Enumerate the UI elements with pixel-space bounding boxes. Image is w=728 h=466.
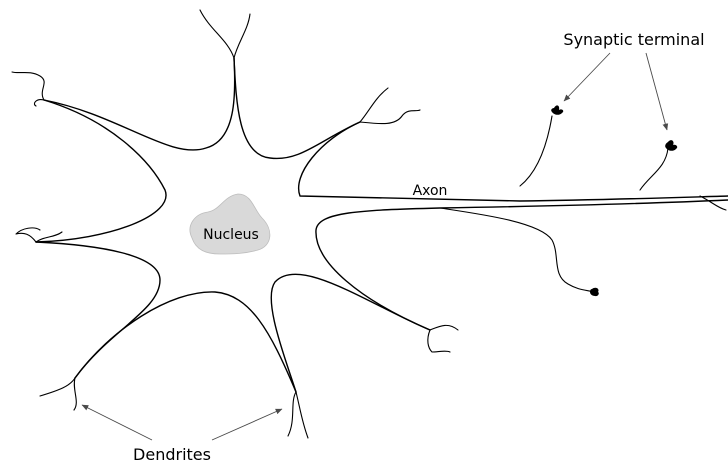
dendrite-tip — [288, 392, 296, 436]
synaptic-terminal-label: Synaptic terminal — [563, 30, 704, 49]
membrane-segment — [234, 58, 360, 158]
dendrite-tip — [200, 10, 234, 58]
arrow-dendrites-2 — [212, 409, 282, 440]
axon-branch — [520, 116, 552, 186]
synaptic-knob — [551, 105, 563, 114]
nucleus-shape — [190, 194, 270, 254]
dendrite-tip — [234, 14, 250, 58]
dendrite-tip — [12, 72, 44, 100]
dendrite-tip — [360, 110, 420, 124]
synaptic-knob — [665, 140, 677, 151]
axon-branch — [440, 208, 594, 292]
dendrite-tip — [430, 325, 458, 330]
arrow-dendrites-1 — [82, 405, 152, 440]
axon-end — [700, 196, 726, 210]
arrow-synaptic-2 — [646, 53, 667, 130]
dendrite-tip — [360, 88, 388, 122]
membrane-segment — [36, 100, 166, 242]
membrane-segment — [36, 242, 160, 378]
dendrite-tip — [40, 378, 75, 396]
membrane-segment — [271, 274, 430, 392]
dendrite-tip — [74, 378, 76, 410]
axon-label: Axon — [413, 183, 448, 199]
dendrite-tip — [296, 392, 308, 438]
cell-body-outline — [36, 58, 728, 392]
nucleus-label: Nucleus — [203, 227, 259, 243]
dendrite-tip — [428, 330, 450, 352]
axon-branches — [440, 116, 726, 292]
arrow-synaptic-1 — [564, 53, 610, 101]
annotation-arrows — [82, 53, 667, 440]
dendrite-tip — [16, 228, 40, 242]
axon-branch — [640, 148, 668, 190]
dendrite-tip — [34, 100, 44, 106]
membrane-segment — [316, 200, 728, 330]
synaptic-knob — [590, 288, 599, 296]
membrane-segment — [44, 58, 235, 150]
dendrites-label: Dendrites — [133, 445, 211, 464]
